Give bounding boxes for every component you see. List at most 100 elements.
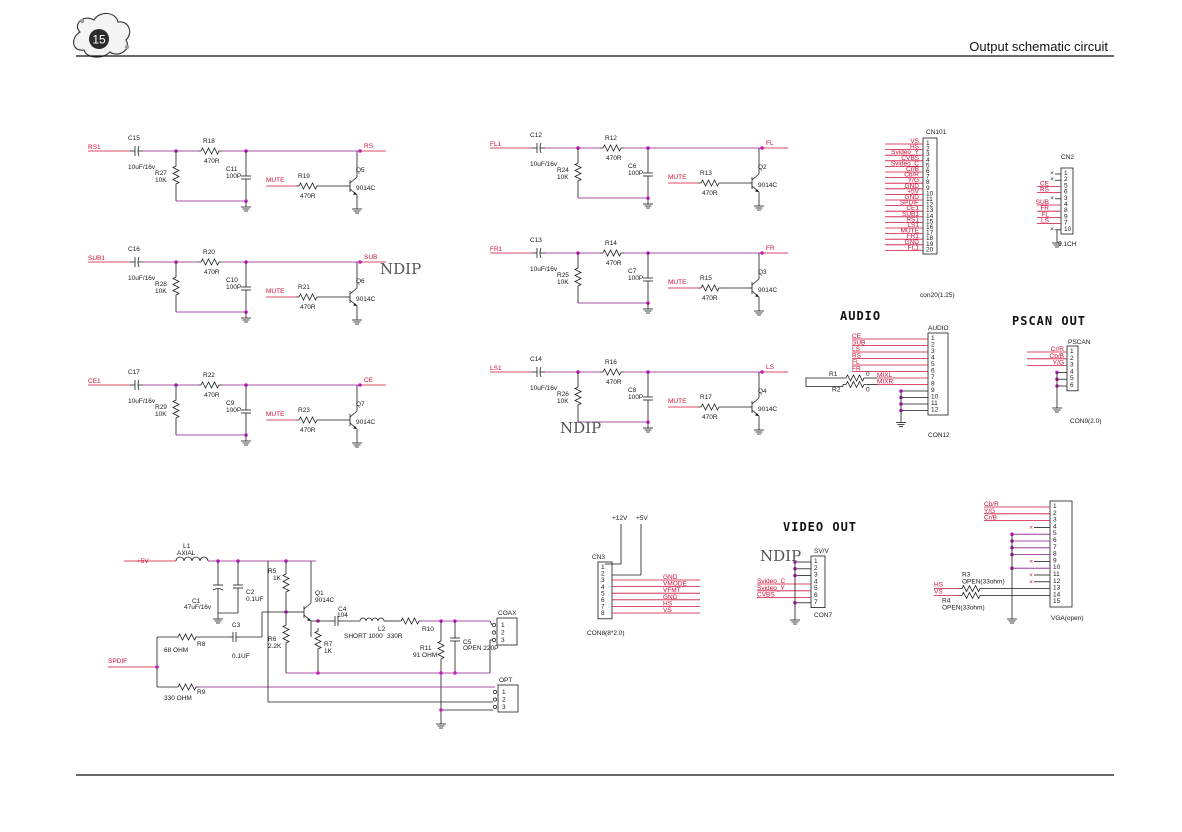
channel-input-label: LS1 [490, 365, 502, 372]
resistor-value: 1K [324, 648, 333, 655]
pin-number: 2 [931, 342, 935, 349]
cn3-signal: VMODE [663, 581, 688, 588]
cn101-signal: Cb/R [904, 172, 919, 179]
pin-number: 8 [926, 179, 930, 186]
capacitor [130, 145, 143, 157]
resistor-value: 10K [557, 398, 569, 405]
mute-label: MUTE [668, 279, 687, 286]
pin-number: 2 [814, 565, 818, 572]
pin-number: 4 [1064, 201, 1068, 208]
spdif-circuit: +5VL1AXIALC147uF/16vC20.1UFR51KR62.2KQ19… [108, 543, 519, 729]
cn2-signal: FL [1041, 211, 1049, 218]
svv-signal: Svideo_C [757, 578, 785, 585]
pin-number: 17 [926, 230, 934, 237]
arrow [755, 294, 759, 297]
cap-ref: C17 [128, 369, 140, 376]
pin-number: 11 [1053, 571, 1060, 578]
cn101-signal: GND [905, 239, 920, 246]
audio-signal: FR [852, 366, 861, 373]
npn-transistor [346, 287, 358, 307]
channel-input-label: RS1 [88, 144, 101, 151]
ground-symbol [1051, 401, 1063, 413]
section-title-pscan: PSCAN OUT [1012, 314, 1086, 328]
npn-transistor [748, 397, 760, 417]
resistor [282, 570, 290, 596]
npn-transistor [346, 176, 358, 196]
cap-ref: C9 [226, 400, 235, 407]
pin-number: 7 [1064, 220, 1068, 227]
resistor-value: 470R [606, 379, 622, 386]
capacitor [330, 616, 343, 626]
resistor-value: 470R [606, 260, 622, 267]
vga-signal: Y/G [984, 508, 995, 515]
resistor-value: 10K [155, 177, 167, 184]
resistor-ref: R7 [324, 641, 333, 648]
pin-number: 8 [601, 610, 605, 617]
resistor-ref: R17 [700, 394, 712, 401]
pin-number: 20 [926, 246, 934, 253]
resistor [437, 637, 445, 663]
resistor [574, 383, 582, 409]
cn101-signal: Svideo_Y [891, 149, 919, 156]
wire [489, 620, 493, 626]
cap-value: 10uF/16v [128, 275, 156, 282]
wire [349, 176, 358, 184]
resistor-ref: R19 [298, 173, 310, 180]
no-connect-mark: × [1050, 176, 1054, 183]
pin-number: 4 [926, 157, 930, 164]
pin-number: 10 [926, 190, 934, 197]
transistor-value: 9014C [758, 406, 777, 413]
cap-ref: C13 [530, 237, 542, 244]
inductor-ref: L2 [378, 626, 386, 633]
cap-value: 47uF/16v [184, 604, 212, 611]
channel-output-label: FR [766, 245, 775, 252]
pin-terminal [493, 690, 497, 694]
pin-number: 1 [601, 564, 605, 571]
watermark: NDIP [760, 547, 801, 565]
pin-number: 5 [931, 361, 935, 368]
arrow [353, 192, 357, 195]
pin-number: 4 [1070, 368, 1074, 375]
pin-number: 10 [931, 394, 939, 401]
cap-value: 10uF/16v [530, 385, 558, 392]
pin-number: 8 [1053, 551, 1057, 558]
ground-symbol [212, 612, 224, 624]
cap-ref: C6 [628, 163, 637, 170]
resistor [172, 396, 180, 422]
pin-number: 13 [1053, 585, 1061, 592]
pin-number: 2 [1064, 176, 1068, 183]
junction-dot [453, 671, 457, 675]
cap-value: 100P [226, 284, 241, 291]
resistor-ref: R22 [203, 372, 215, 379]
resistor-ref: R14 [605, 240, 617, 247]
capacitor [643, 168, 653, 181]
cap-ref: C4 [338, 606, 347, 613]
resistor-ref: R20 [203, 249, 215, 256]
mix-label: MIXL [877, 372, 893, 379]
resistor [697, 403, 723, 411]
pin-number: 8 [1064, 207, 1068, 214]
ground-symbol [642, 197, 654, 209]
junction-dot [439, 671, 443, 675]
section-title-video: VIDEO OUT [783, 520, 857, 534]
resistor-value: 470R [204, 269, 220, 276]
pin-number: 3 [1070, 362, 1074, 369]
inductor-ref: L1 [183, 543, 191, 550]
resistor [295, 293, 321, 301]
resistor-value: 470R [702, 295, 718, 302]
power-label: +12V [612, 515, 628, 522]
resistor [295, 416, 321, 424]
capacitor [532, 366, 545, 378]
transistor-ref: Q3 [758, 269, 767, 276]
cn101-signal: +5V [907, 188, 919, 195]
connector-footer: 5.1CH [1058, 241, 1077, 248]
resistor-ref: R15 [700, 275, 712, 282]
pin-number: 2 [501, 630, 505, 637]
cn101-signal: SUB1 [902, 211, 919, 218]
audio-signal: FL [852, 359, 860, 366]
cap-value: 0.1UF [246, 596, 264, 603]
resistor [172, 162, 180, 188]
inductor [175, 556, 209, 562]
pin-number: 6 [1070, 382, 1074, 389]
